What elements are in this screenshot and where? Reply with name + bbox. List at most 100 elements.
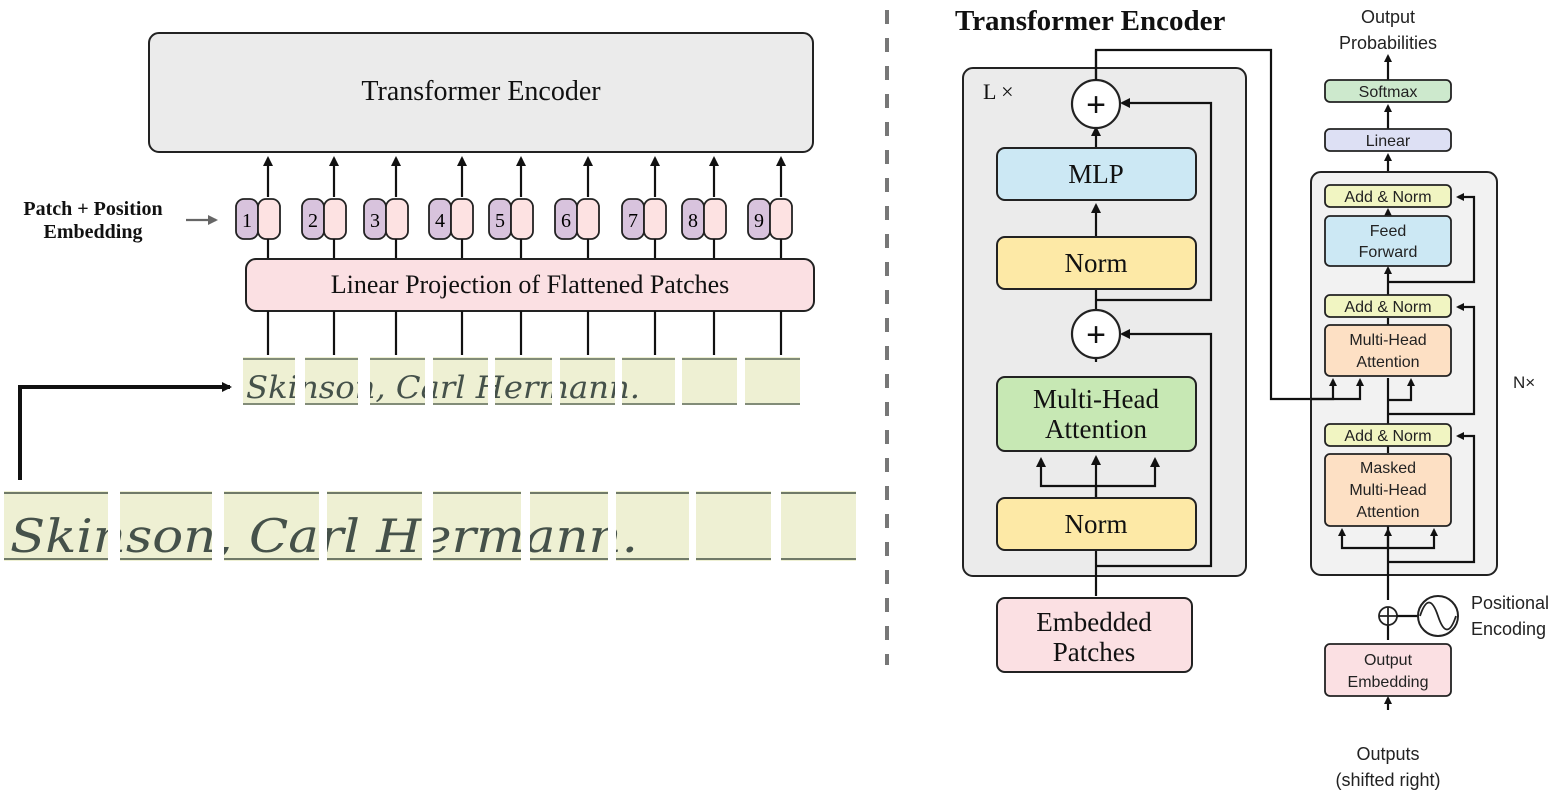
encoder-output-link xyxy=(1094,48,1311,401)
token-pair: 6 xyxy=(554,198,600,240)
masked-line1: Masked xyxy=(1360,460,1416,477)
outputs-line2: (shifted right) xyxy=(1335,770,1440,790)
patch-image xyxy=(120,491,212,561)
ff-line1: Feed xyxy=(1370,223,1406,240)
add-norm-middle xyxy=(1324,294,1452,318)
patch-image xyxy=(682,357,737,405)
cross-attn-line2: Attention xyxy=(1356,354,1419,371)
position-number: 4 xyxy=(435,210,445,232)
position-number: 7 xyxy=(628,210,638,232)
patch-image xyxy=(781,491,856,561)
softmax-box xyxy=(1324,79,1452,103)
positional-line2: Encoding xyxy=(1471,619,1546,639)
positional-line1: Positional xyxy=(1471,593,1549,613)
middle-panel: Transformer Encoder L × + + MLP Norm Mul… xyxy=(955,5,1311,673)
output-prob-line2: Probabilities xyxy=(1339,33,1437,53)
patch-image xyxy=(433,491,521,561)
linear-label: Linear xyxy=(1366,133,1411,150)
mha-line1: Multi-Head xyxy=(1033,384,1159,414)
token-pair: 1 xyxy=(235,198,281,240)
token-pair: 4 xyxy=(428,198,474,240)
softmax-label: Softmax xyxy=(1359,84,1418,101)
decoder-repeat-label: N× xyxy=(1513,373,1535,392)
cross-attention-box xyxy=(1324,324,1452,377)
ff-line2: Forward xyxy=(1359,244,1418,261)
norm-label: Norm xyxy=(1065,509,1128,539)
position-number: 6 xyxy=(561,210,571,232)
split-arrow xyxy=(18,382,232,480)
position-number: 8 xyxy=(688,210,698,232)
token-pair: 3 xyxy=(363,198,409,240)
patch-image xyxy=(224,491,319,561)
norm-box-bottom xyxy=(996,497,1197,551)
patch-image xyxy=(560,357,615,405)
patch-image xyxy=(745,357,800,405)
embedding-label-line1: Patch + Position xyxy=(23,198,162,220)
patch-image xyxy=(305,357,358,405)
output-embedding-box xyxy=(1324,643,1452,697)
repeat-label: L × xyxy=(983,79,1014,104)
left-panel: Transformer Encoder Patch + Position Emb… xyxy=(4,32,856,563)
patch-image xyxy=(696,491,771,561)
norm-box-top xyxy=(996,236,1197,290)
projection-box xyxy=(245,258,815,312)
out-emb-line2: Embedding xyxy=(1348,674,1429,691)
linear-box xyxy=(1324,128,1452,152)
handwriting-snippet: Skinson, Carl Hermann. xyxy=(246,370,640,406)
projection-connectors xyxy=(266,239,783,259)
mha-line2: Attention xyxy=(1045,414,1147,444)
projection-label: Linear Projection of Flattened Patches xyxy=(331,270,730,299)
residual-add-bottom xyxy=(1070,308,1122,360)
patch-image xyxy=(530,491,608,561)
embedded-line1: Embedded xyxy=(1036,607,1152,637)
position-number: 3 xyxy=(370,210,380,232)
large-patches: Skinson, Carl Hermann. xyxy=(4,489,856,563)
masked-line2: Multi-Head xyxy=(1349,482,1426,499)
patch-image xyxy=(622,357,675,405)
plus-symbol: + xyxy=(1086,86,1106,124)
position-number: 2 xyxy=(308,210,318,232)
token-pair: 5 xyxy=(488,198,534,240)
plus-symbol: + xyxy=(1086,316,1106,354)
small-patches: Skinson, Carl Hermann. xyxy=(243,355,800,407)
patch-connectors xyxy=(266,311,783,355)
norm-label: Norm xyxy=(1065,248,1128,278)
token-arrows xyxy=(263,156,786,197)
masked-attention-box xyxy=(1324,453,1452,527)
cross-attn-line1: Multi-Head xyxy=(1349,332,1426,349)
patch-image xyxy=(495,357,552,405)
outputs-line1: Outputs xyxy=(1356,744,1419,764)
add-norm-label: Add & Norm xyxy=(1344,299,1431,316)
position-number: 5 xyxy=(495,210,505,232)
encoder-label: Transformer Encoder xyxy=(361,76,601,107)
add-norm-bottom xyxy=(1324,423,1452,447)
token-pair: 2 xyxy=(301,198,347,240)
patch-image xyxy=(616,491,689,561)
token-pair: 7 xyxy=(621,198,667,240)
patch-image xyxy=(243,357,295,405)
position-number: 1 xyxy=(242,210,252,232)
add-norm-label: Add & Norm xyxy=(1344,189,1431,206)
patch-image xyxy=(327,491,422,561)
token-pair: 9 xyxy=(747,198,793,240)
embedding-label-line2: Embedding xyxy=(44,221,143,243)
embedded-line2: Patches xyxy=(1053,637,1135,667)
patch-image xyxy=(4,491,108,561)
token-pair: 8 xyxy=(681,198,727,240)
position-number: 9 xyxy=(754,210,764,232)
mha-box xyxy=(996,376,1197,452)
output-prob-line1: Output xyxy=(1361,7,1415,27)
out-emb-line1: Output xyxy=(1364,652,1413,669)
encoder-box xyxy=(148,32,814,153)
mlp-label: MLP xyxy=(1068,159,1124,189)
add-norm-label: Add & Norm xyxy=(1344,428,1431,445)
add-norm-top xyxy=(1324,184,1452,208)
encoder-title: Transformer Encoder xyxy=(955,5,1225,37)
patch-image xyxy=(433,357,488,405)
masked-line3: Attention xyxy=(1356,504,1419,521)
right-panel: Output Probabilities Softmax Linear N× xyxy=(1310,7,1549,790)
mlp-box xyxy=(996,147,1197,201)
patch-image xyxy=(370,357,425,405)
embedded-patches-box xyxy=(996,597,1193,673)
